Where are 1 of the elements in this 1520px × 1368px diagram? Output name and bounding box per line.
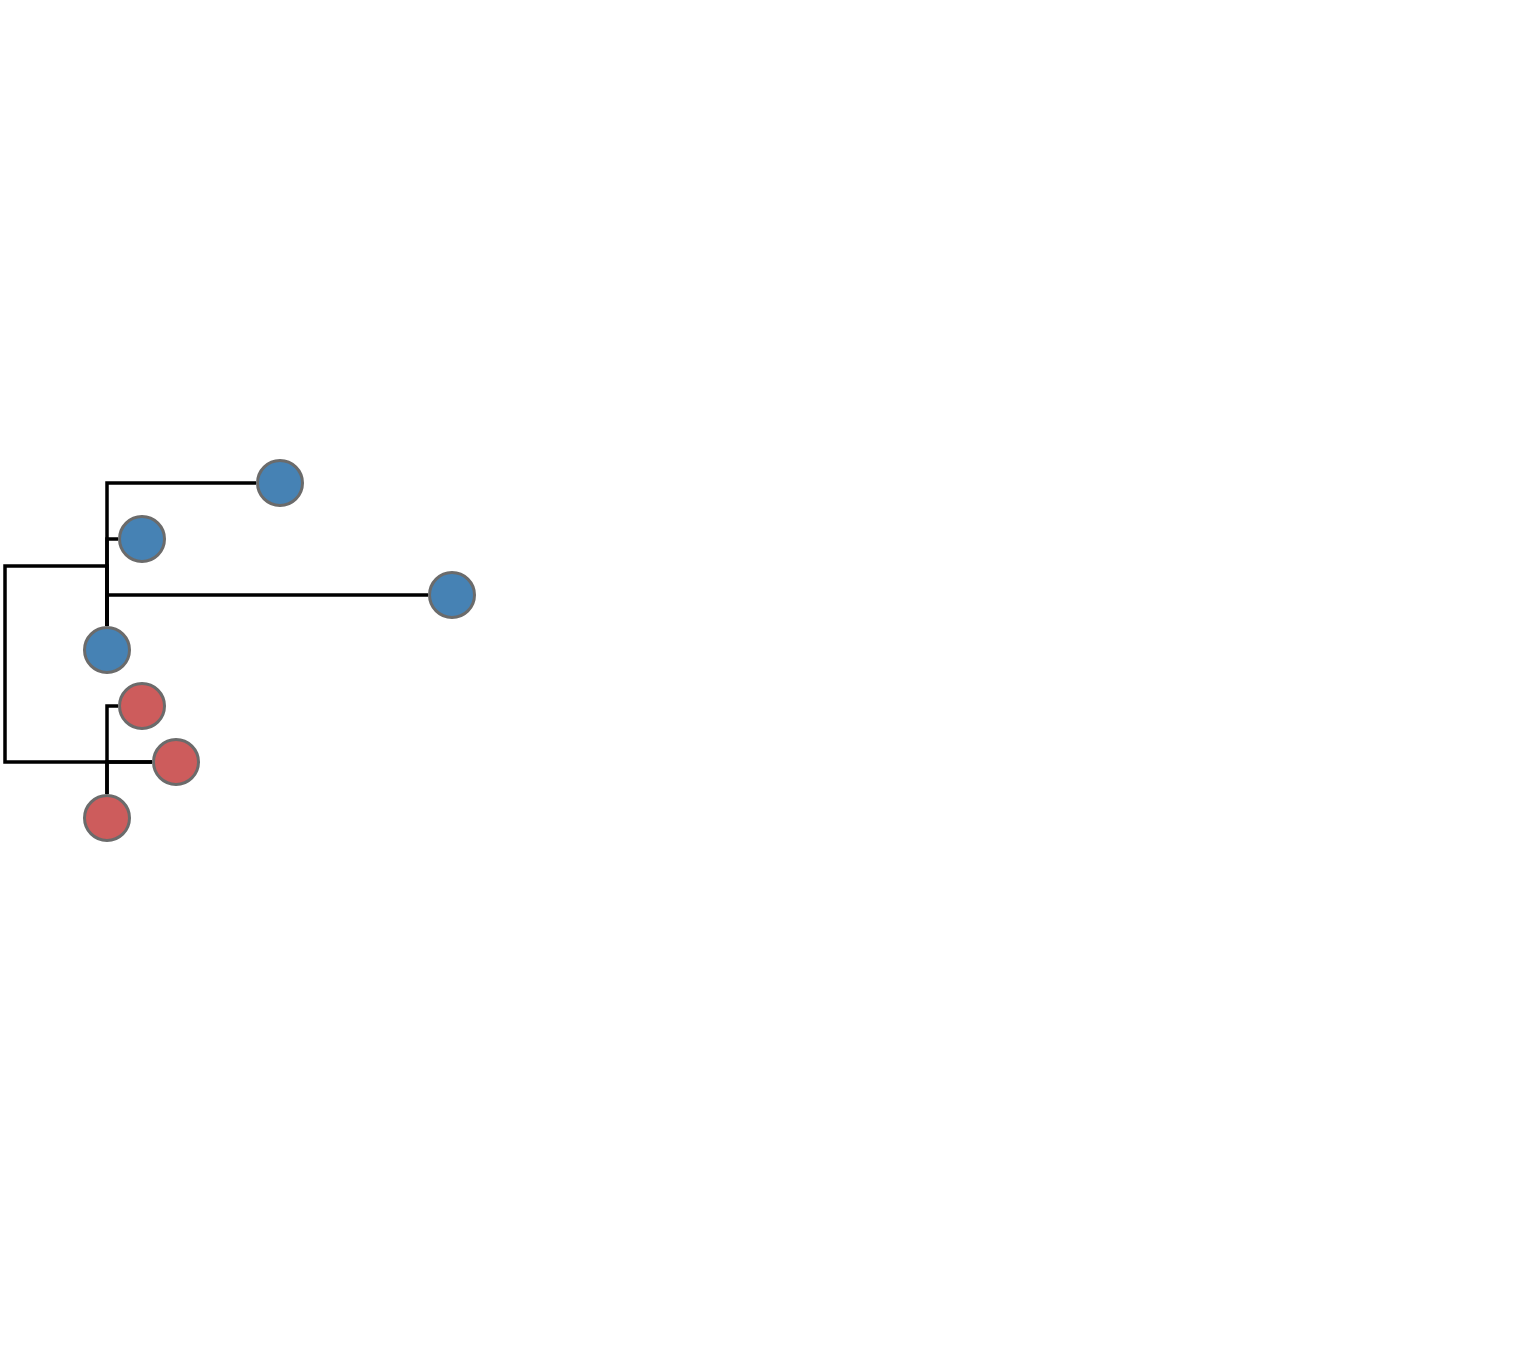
tree-branch-line	[105, 760, 152, 794]
